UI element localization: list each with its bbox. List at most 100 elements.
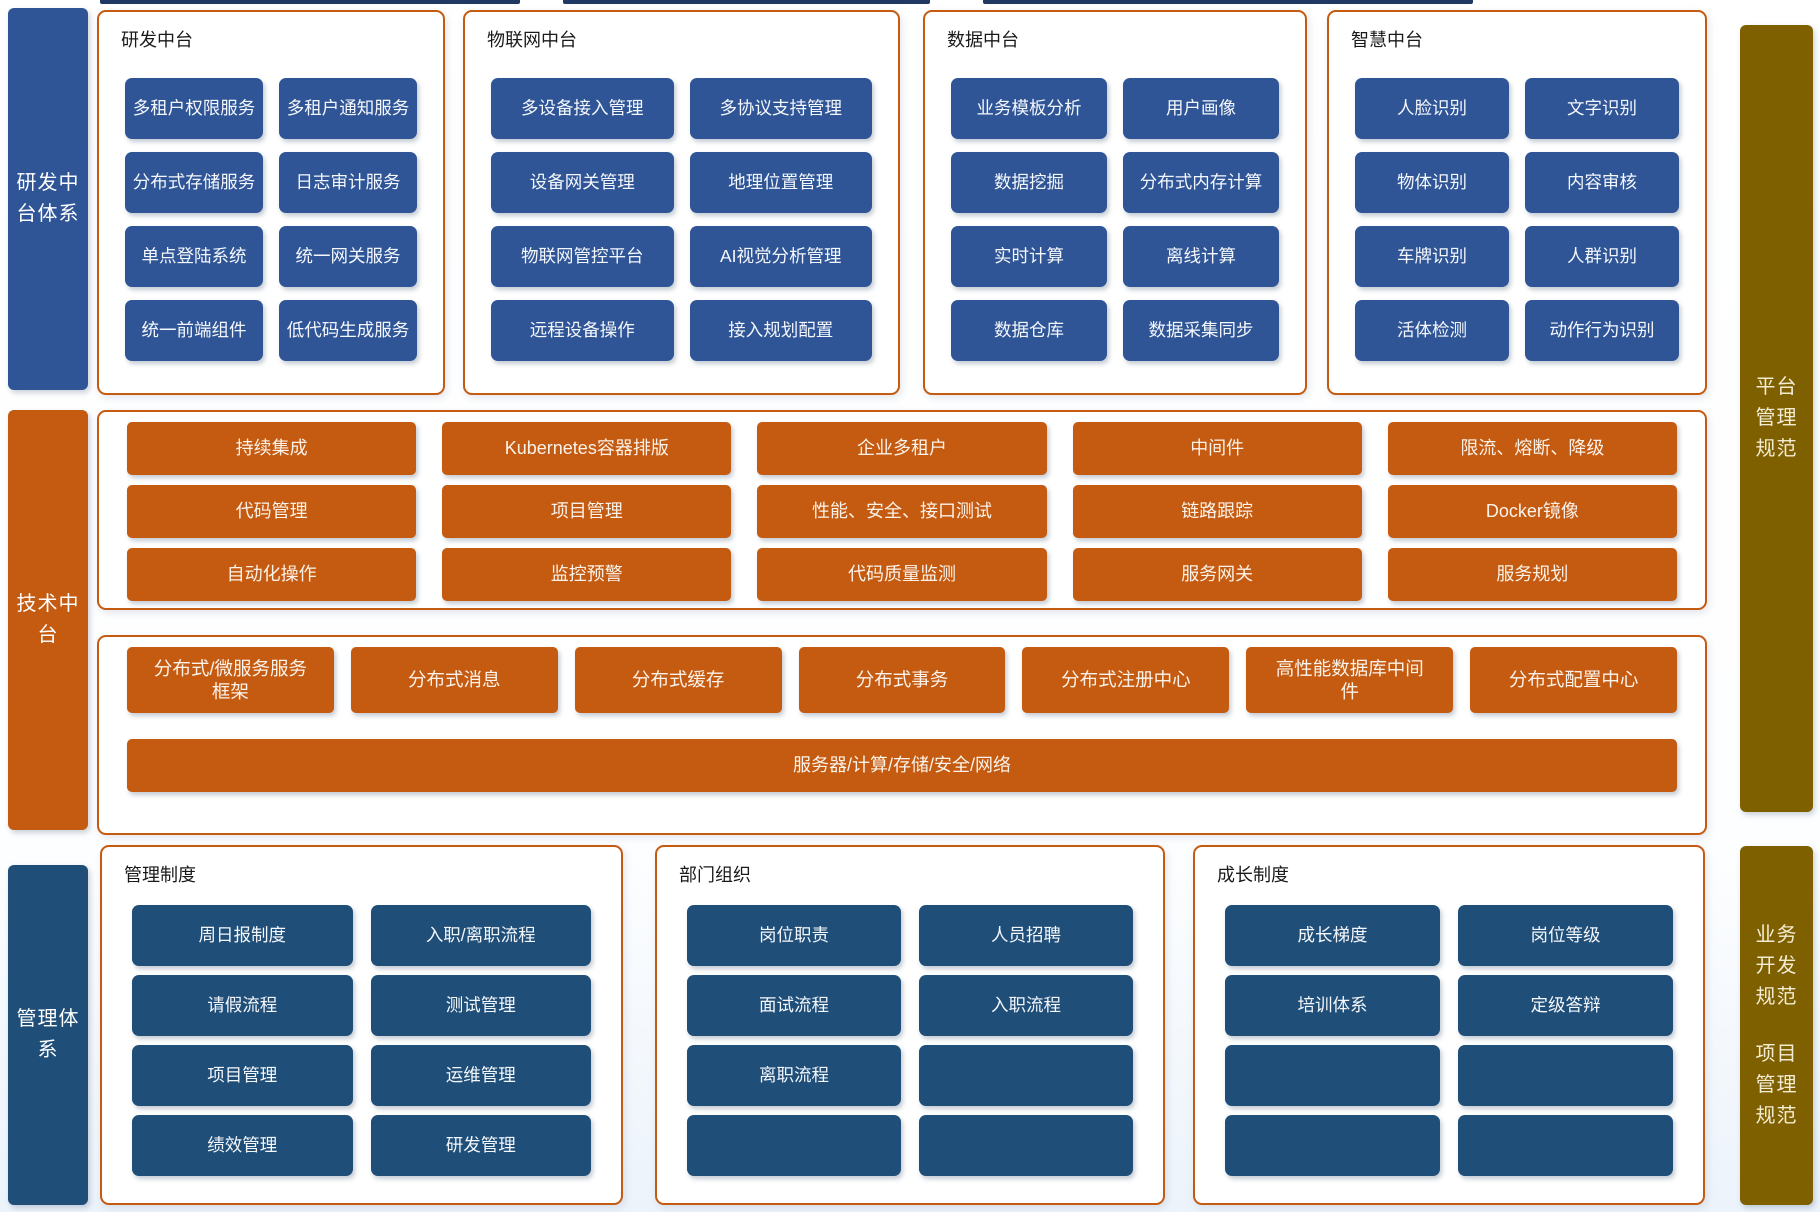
service-block: 设备网关管理: [491, 152, 674, 213]
service-block: 离线计算: [1123, 226, 1279, 287]
right-rail-platform-mgmt-spec: 平台管理规范: [1740, 25, 1813, 812]
service-block: 地理位置管理: [689, 152, 872, 213]
capability-block: 代码质量监测: [757, 548, 1047, 601]
service-block: 数据采集同步: [1123, 300, 1279, 361]
service-block: 内容审核: [1525, 152, 1679, 213]
group-department-organization: 部门组织 岗位职责人员招聘面试流程入职流程离职流程: [655, 845, 1165, 1205]
process-block: 项目管理: [132, 1045, 353, 1106]
right-rail-dev-and-project-spec: 业务开发规范 项目管理规范: [1740, 846, 1813, 1205]
service-block: 数据挖掘: [951, 152, 1107, 213]
service-block: 物联网管控平台: [491, 226, 674, 287]
process-block: [687, 1115, 901, 1176]
capability-block: 中间件: [1072, 422, 1362, 475]
process-block: 绩效管理: [132, 1115, 353, 1176]
process-block: 离职流程: [687, 1045, 901, 1106]
growth-rules-grid: 成长梯度岗位等级培训体系定级答辩: [1195, 887, 1703, 1176]
capability-block: Docker镜像: [1387, 485, 1677, 538]
left-rail-management-system: 管理体系: [8, 865, 88, 1205]
process-block: 岗位职责: [687, 905, 901, 966]
capability-block: 链路跟踪: [1072, 485, 1362, 538]
middleware-block: 分布式配置中心: [1470, 647, 1677, 713]
diagram-content: 研发中台 多租户权限服务多租户通知服务分布式存储服务日志审计服务单点登陆系统统一…: [97, 0, 1707, 1212]
department-organization-grid: 岗位职责人员招聘面试流程入职流程离职流程: [657, 887, 1163, 1176]
left-rail-tech-platform: 技术中台: [8, 410, 88, 830]
capability-block: 性能、安全、接口测试: [757, 485, 1047, 538]
process-block: 人员招聘: [919, 905, 1133, 966]
infrastructure-box: 分布式/微服务服务框架分布式消息分布式缓存分布式事务分布式注册中心高性能数据库中…: [97, 635, 1707, 835]
group-growth-rules: 成长制度 成长梯度岗位等级培训体系定级答辩: [1193, 845, 1705, 1205]
process-block: 测试管理: [370, 975, 591, 1036]
management-rules-grid: 周日报制度入职/离职流程请假流程测试管理项目管理运维管理绩效管理研发管理: [102, 887, 621, 1176]
process-block: 研发管理: [370, 1115, 591, 1176]
service-block: 多协议支持管理: [689, 78, 872, 139]
process-block: 运维管理: [370, 1045, 591, 1106]
rail-label: 技术中台: [16, 593, 80, 646]
middleware-block: 分布式缓存: [574, 647, 782, 713]
group-title: 智慧中台: [1351, 30, 1423, 50]
capability-block: 企业多租户: [757, 422, 1047, 475]
middleware-block: 分布式事务: [798, 647, 1006, 713]
service-block: 文字识别: [1525, 78, 1679, 139]
service-block: 统一网关服务: [279, 226, 417, 287]
process-block: [1225, 1115, 1440, 1176]
capability-block: 项目管理: [442, 485, 732, 538]
process-block: 成长梯度: [1225, 905, 1440, 966]
cropped-top-bar: [983, 0, 1473, 4]
service-block: 用户画像: [1123, 78, 1279, 139]
service-block: 接入规划配置: [689, 300, 872, 361]
process-block: [1225, 1045, 1440, 1106]
group-title: 数据中台: [947, 30, 1019, 50]
cropped-top-bar: [563, 0, 930, 4]
group-rnd-grid: 多租户权限服务多租户通知服务分布式存储服务日志审计服务单点登陆系统统一网关服务统…: [99, 52, 443, 361]
group-ai-platform: 智慧中台 人脸识别文字识别物体识别内容审核车牌识别人群识别活体检测动作行为识别: [1327, 10, 1707, 395]
service-block: 低代码生成服务: [279, 300, 417, 361]
group-title: 物联网中台: [487, 30, 577, 50]
group-management-rules: 管理制度 周日报制度入职/离职流程请假流程测试管理项目管理运维管理绩效管理研发管…: [100, 845, 623, 1205]
service-block: 日志审计服务: [279, 152, 417, 213]
process-block: 入职流程: [919, 975, 1133, 1036]
service-block: 业务模板分析: [951, 78, 1107, 139]
middleware-block: 高性能数据库中间件: [1246, 647, 1454, 713]
service-block: 物体识别: [1355, 152, 1509, 213]
distributed-middleware-grid: 分布式/微服务服务框架分布式消息分布式缓存分布式事务分布式注册中心高性能数据库中…: [99, 637, 1705, 713]
middleware-block: 分布式注册中心: [1022, 647, 1230, 713]
left-rail-dev-platform-system: 研发中台体系: [8, 8, 88, 390]
service-block: 统一前端组件: [125, 300, 263, 361]
service-block: 多租户通知服务: [279, 78, 417, 139]
infrastructure-bar: 服务器/计算/存储/安全/网络: [127, 739, 1677, 792]
middleware-block: 分布式/微服务服务框架: [127, 647, 334, 713]
process-block: 周日报制度: [132, 905, 353, 966]
service-block: 单点登陆系统: [125, 226, 263, 287]
cropped-top-bar: [100, 0, 520, 4]
process-block: 请假流程: [132, 975, 353, 1036]
group-title: 成长制度: [1217, 865, 1289, 885]
service-block: 数据仓库: [951, 300, 1107, 361]
process-block: 培训体系: [1225, 975, 1440, 1036]
service-block: 多设备接入管理: [491, 78, 674, 139]
middleware-block: 分布式消息: [350, 647, 558, 713]
service-block: 人脸识别: [1355, 78, 1509, 139]
process-block: 岗位等级: [1458, 905, 1673, 966]
rail-label: 研发中台体系: [16, 172, 80, 225]
service-block: 动作行为识别: [1525, 300, 1679, 361]
group-title: 管理制度: [124, 865, 196, 885]
rail-label: 业务开发规范: [1755, 923, 1798, 1008]
service-block: 分布式存储服务: [125, 152, 263, 213]
capability-block: 代码管理: [127, 485, 417, 538]
process-block: [1458, 1045, 1673, 1106]
service-block: 实时计算: [951, 226, 1107, 287]
process-block: [1458, 1115, 1673, 1176]
process-block: 面试流程: [687, 975, 901, 1036]
capability-block: 服务网关: [1072, 548, 1362, 601]
service-block: 多租户权限服务: [125, 78, 263, 139]
capability-block: 限流、熔断、降级: [1387, 422, 1677, 475]
process-block: 定级答辩: [1458, 975, 1673, 1036]
service-block: 活体检测: [1355, 300, 1509, 361]
capability-block: 服务规划: [1387, 548, 1677, 601]
service-block: 分布式内存计算: [1123, 152, 1279, 213]
